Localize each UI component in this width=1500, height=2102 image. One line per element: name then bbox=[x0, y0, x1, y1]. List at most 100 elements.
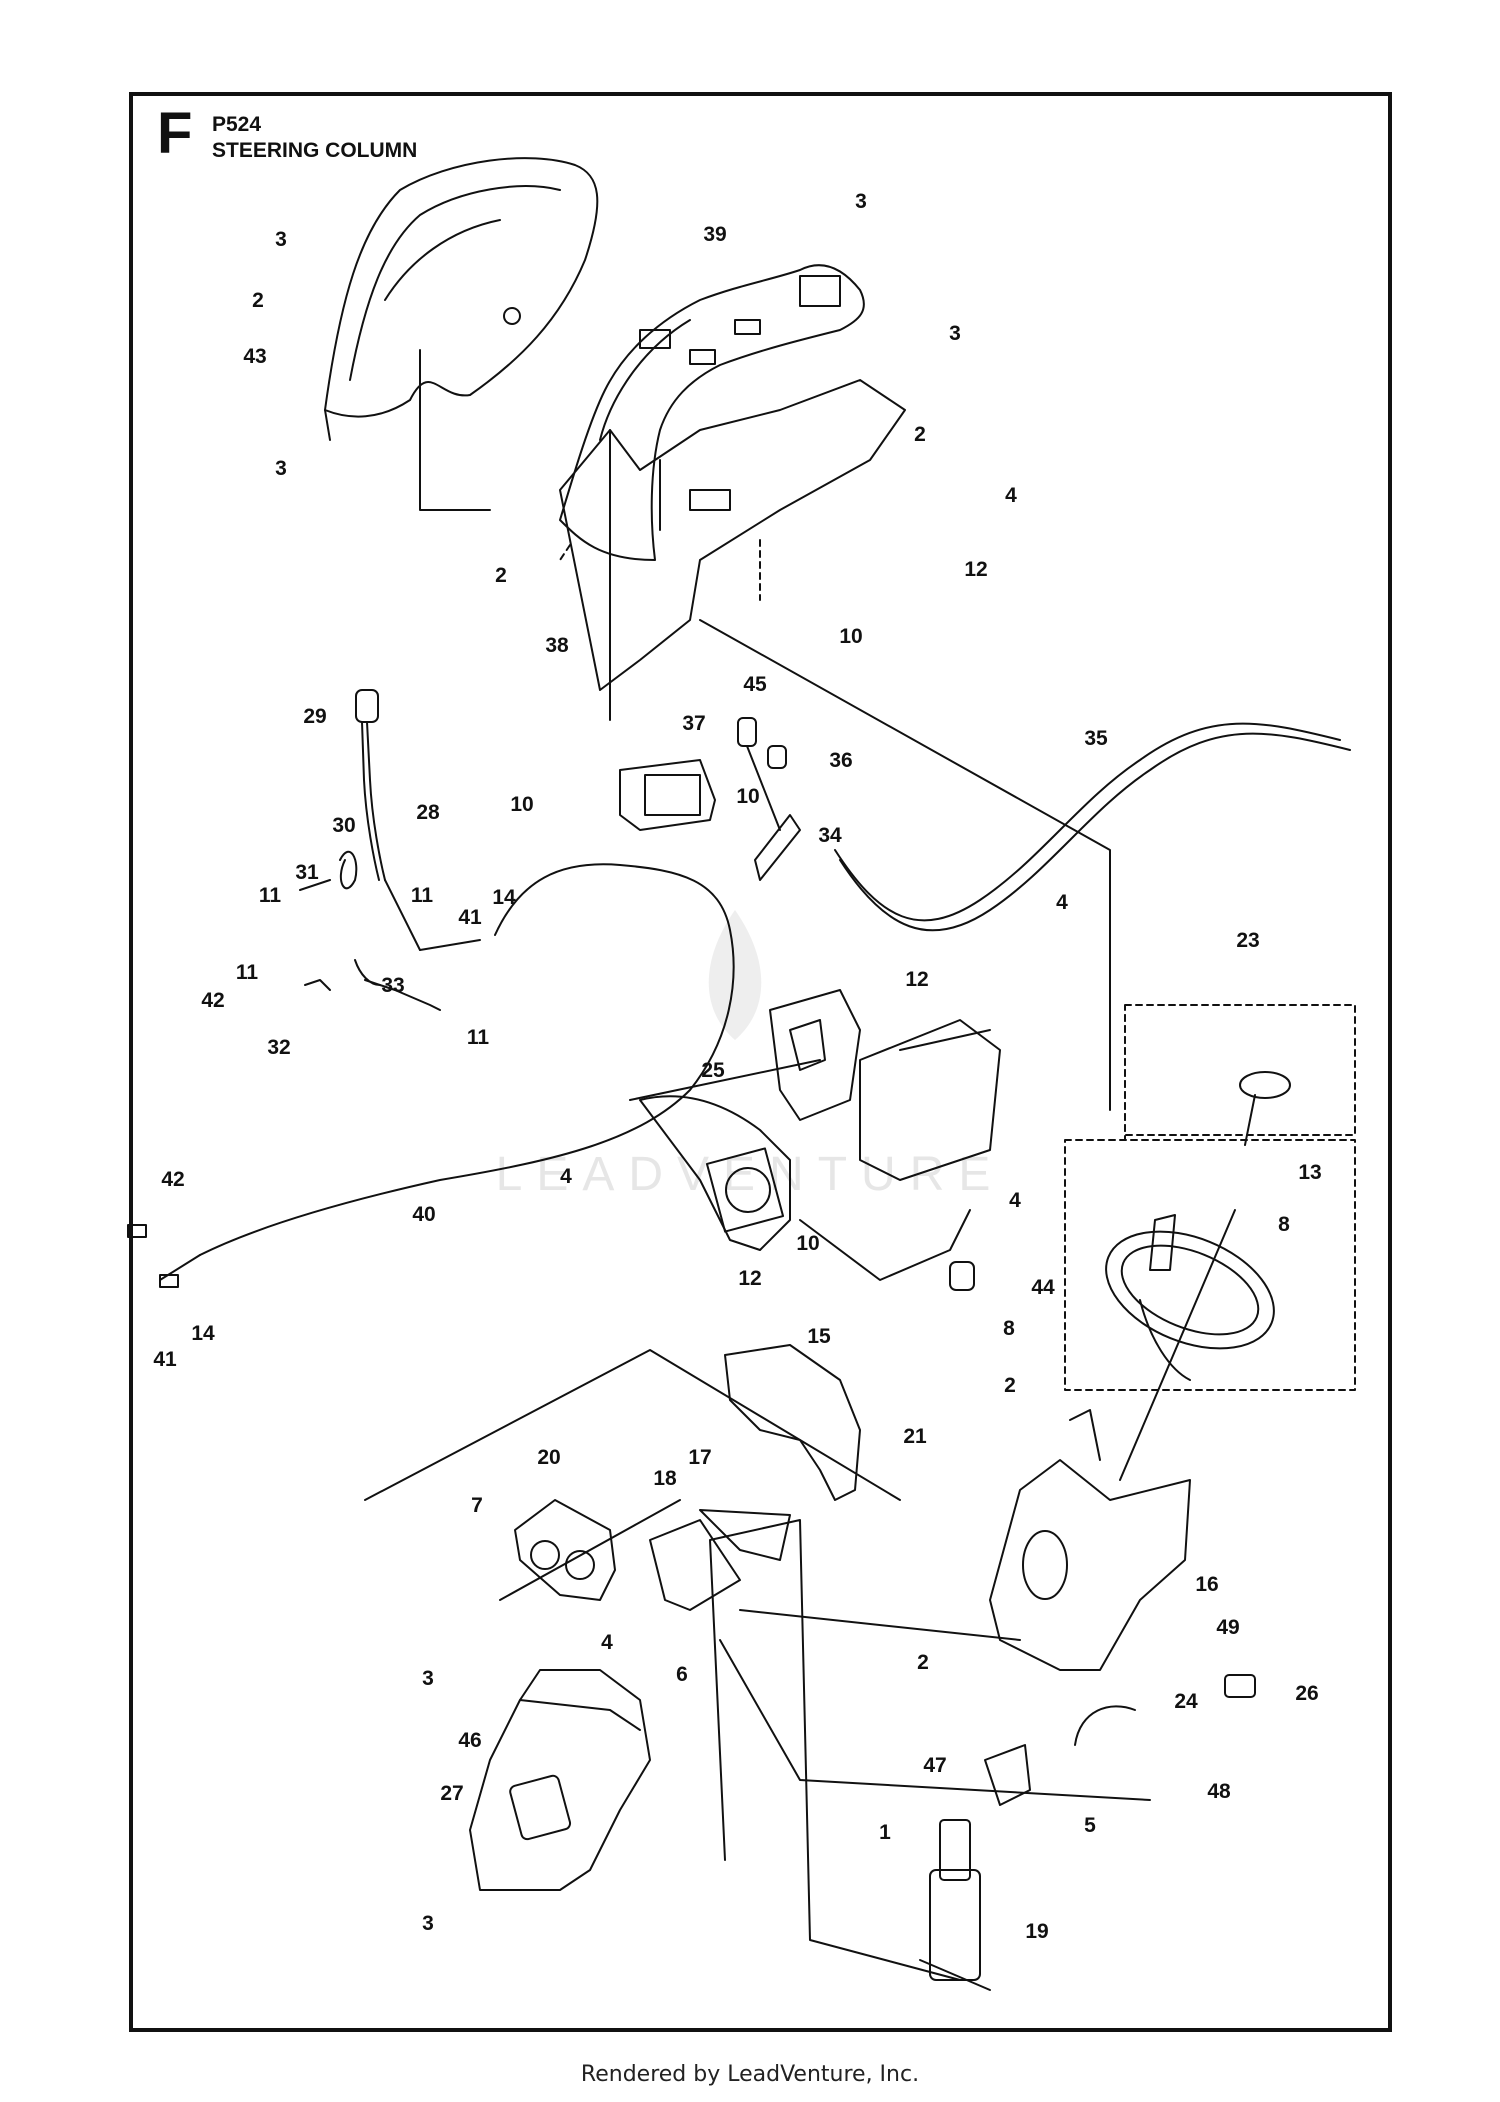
watermark-text: LEADVENTURE bbox=[496, 1148, 1005, 1201]
part-28-29-lever bbox=[355, 689, 421, 951]
callout-5[interactable]: 5 bbox=[1084, 1814, 1096, 1837]
callout-11[interactable]: 11 bbox=[410, 884, 434, 907]
part-23-steering-wheel bbox=[1105, 1071, 1291, 1481]
callout-46[interactable]: 46 bbox=[458, 1729, 482, 1752]
page-title: STEERING COLUMN bbox=[212, 139, 418, 162]
part-20-bracket bbox=[514, 1499, 616, 1601]
callout-8[interactable]: 8 bbox=[1003, 1317, 1015, 1340]
part-43-side-cover bbox=[324, 157, 599, 441]
part-34-36-45-lever bbox=[737, 717, 801, 881]
callout-35[interactable]: 35 bbox=[1084, 727, 1108, 750]
part-38-dash-panel bbox=[559, 379, 906, 721]
callout-38[interactable]: 38 bbox=[545, 634, 569, 657]
part-25-frame bbox=[639, 989, 1001, 1281]
callout-26[interactable]: 26 bbox=[1295, 1682, 1319, 1705]
part-30-31-33-linkage bbox=[299, 850, 441, 1011]
callout-23[interactable]: 23 bbox=[1236, 929, 1260, 952]
callout-13[interactable]: 13 bbox=[1298, 1161, 1322, 1184]
callout-41[interactable]: 41 bbox=[458, 906, 482, 929]
callout-4[interactable]: 4 bbox=[1005, 484, 1017, 507]
callout-32[interactable]: 32 bbox=[267, 1036, 291, 1059]
callout-2[interactable]: 2 bbox=[495, 564, 507, 587]
callout-2[interactable]: 2 bbox=[914, 423, 926, 446]
callout-4[interactable]: 4 bbox=[1056, 891, 1068, 914]
part-27-46-lower-cover bbox=[469, 1669, 651, 1891]
callout-21[interactable]: 21 bbox=[903, 1425, 927, 1448]
part-35-cable bbox=[834, 722, 1351, 932]
callout-45[interactable]: 45 bbox=[743, 673, 767, 696]
callout-12[interactable]: 12 bbox=[905, 968, 929, 991]
callout-16[interactable]: 16 bbox=[1195, 1573, 1219, 1596]
callout-25[interactable]: 25 bbox=[701, 1059, 725, 1082]
callout-17[interactable]: 17 bbox=[688, 1446, 712, 1469]
callout-12[interactable]: 12 bbox=[738, 1267, 762, 1290]
callout-2[interactable]: 2 bbox=[917, 1651, 929, 1674]
callout-10[interactable]: 10 bbox=[796, 1232, 820, 1255]
part-17-18-plates bbox=[649, 1509, 791, 1611]
callout-3[interactable]: 3 bbox=[855, 190, 867, 213]
callout-36[interactable]: 36 bbox=[829, 749, 853, 772]
callout-11[interactable]: 11 bbox=[235, 961, 259, 984]
part-16-column-cover bbox=[989, 1409, 1191, 1671]
callout-42[interactable]: 42 bbox=[201, 989, 225, 1012]
footer-credit: Rendered by LeadVenture, Inc. bbox=[580, 2062, 920, 2087]
callout-42[interactable]: 42 bbox=[161, 1168, 185, 1191]
callout-1[interactable]: 1 bbox=[879, 1821, 891, 1844]
callout-4[interactable]: 4 bbox=[1009, 1189, 1021, 1212]
callout-39[interactable]: 39 bbox=[703, 223, 727, 246]
connector-lines bbox=[364, 349, 1151, 1981]
part-37-bracket bbox=[619, 759, 716, 831]
callout-44[interactable]: 44 bbox=[1031, 1276, 1055, 1299]
callout-27[interactable]: 27 bbox=[440, 1782, 464, 1805]
callout-24[interactable]: 24 bbox=[1174, 1690, 1198, 1713]
callout-4[interactable]: 4 bbox=[601, 1631, 613, 1654]
callout-7[interactable]: 7 bbox=[471, 1494, 483, 1517]
callout-3[interactable]: 3 bbox=[275, 457, 287, 480]
callout-19[interactable]: 19 bbox=[1025, 1920, 1049, 1943]
callout-40[interactable]: 40 bbox=[412, 1203, 436, 1226]
callout-30[interactable]: 30 bbox=[332, 814, 356, 837]
callout-43[interactable]: 43 bbox=[243, 345, 267, 368]
part-40-cable bbox=[127, 863, 735, 1288]
callout-33[interactable]: 33 bbox=[381, 974, 405, 997]
callout-3[interactable]: 3 bbox=[422, 1912, 434, 1935]
callout-8[interactable]: 8 bbox=[1278, 1213, 1290, 1236]
callout-10[interactable]: 10 bbox=[510, 793, 534, 816]
section-letter: F bbox=[157, 101, 193, 166]
callout-3[interactable]: 3 bbox=[422, 1667, 434, 1690]
diagram-frame bbox=[129, 92, 1392, 2032]
callout-11[interactable]: 11 bbox=[258, 884, 282, 907]
callout-49[interactable]: 49 bbox=[1216, 1616, 1240, 1639]
callout-12[interactable]: 12 bbox=[964, 558, 988, 581]
callout-3[interactable]: 3 bbox=[275, 228, 287, 251]
callout-18[interactable]: 18 bbox=[653, 1467, 677, 1490]
callout-47[interactable]: 47 bbox=[923, 1754, 947, 1777]
callout-4[interactable]: 4 bbox=[560, 1165, 572, 1188]
part-24-26-small bbox=[1074, 1674, 1256, 1746]
model-number: P524 bbox=[212, 113, 262, 136]
callout-2[interactable]: 2 bbox=[252, 289, 264, 312]
callout-15[interactable]: 15 bbox=[807, 1325, 831, 1348]
callout-3[interactable]: 3 bbox=[949, 322, 961, 345]
callout-37[interactable]: 37 bbox=[682, 712, 706, 735]
part-39-dash-cover bbox=[559, 264, 865, 561]
callout-6[interactable]: 6 bbox=[676, 1663, 688, 1686]
callout-29[interactable]: 29 bbox=[303, 705, 327, 728]
watermark-flame-icon bbox=[708, 910, 762, 1040]
dashed-leaders bbox=[559, 539, 1356, 1391]
callout-2[interactable]: 2 bbox=[1004, 1374, 1016, 1397]
callout-31[interactable]: 31 bbox=[295, 861, 319, 884]
part-21-cover bbox=[724, 1344, 861, 1501]
callout-14[interactable]: 14 bbox=[191, 1322, 215, 1345]
callout-28[interactable]: 28 bbox=[416, 801, 440, 824]
callout-10[interactable]: 10 bbox=[736, 785, 760, 808]
part-44-knob bbox=[949, 1261, 975, 1291]
callout-48[interactable]: 48 bbox=[1207, 1780, 1231, 1803]
callout-10[interactable]: 10 bbox=[839, 625, 863, 648]
callout-41[interactable]: 41 bbox=[153, 1348, 177, 1371]
callout-34[interactable]: 34 bbox=[818, 824, 842, 847]
callout-20[interactable]: 20 bbox=[537, 1446, 561, 1469]
callout-11[interactable]: 11 bbox=[466, 1026, 490, 1049]
callout-14[interactable]: 14 bbox=[492, 886, 516, 909]
